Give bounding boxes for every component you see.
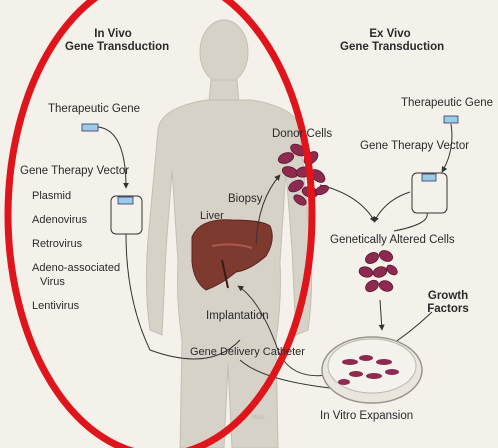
vector-type-item: Plasmid (32, 190, 71, 203)
in-vivo-title: In Vivo Gene Transduction (65, 28, 161, 54)
vector-type-item: Retrovirus (32, 238, 82, 251)
catheter-label: Gene Delivery Catheter (190, 346, 305, 359)
ex-vivo-title: Ex Vivo Gene Transduction (340, 28, 440, 54)
ex-vivo-vector-title: Gene Therapy Vector (360, 140, 469, 153)
vector-type-item: Virus (40, 276, 65, 289)
donor-cells-label: Donor Cells (272, 128, 332, 141)
expansion-label: In Vitro Expansion (320, 410, 413, 423)
vector-type-item: Adenovirus (32, 214, 87, 227)
in-vivo-vector-title: Gene Therapy Vector (20, 165, 129, 178)
implantation-label: Implantation (206, 310, 269, 323)
altered-cells-label: Genetically Altered Cells (330, 234, 455, 247)
ex-vivo-gene-icon (444, 116, 458, 123)
watermark-text: WAL (252, 412, 265, 425)
in-vivo-therapeutic-gene-label: Therapeutic Gene (48, 103, 140, 116)
altered-cells-cluster (358, 249, 399, 295)
in-vivo-gene-icon (82, 124, 98, 131)
vector-type-item: Lentivirus (32, 300, 79, 313)
ex-vivo-therapeutic-gene-label: Therapeutic Gene (401, 97, 493, 110)
growth-factors-label: Growth Factors (418, 290, 478, 316)
petri-dish (322, 337, 422, 403)
liver-label: Liver (200, 210, 224, 223)
vector-type-item: Adeno-associated (32, 262, 120, 275)
biopsy-label: Biopsy (228, 193, 263, 206)
ex-vivo-vector-gene-icon (422, 174, 436, 181)
in-vivo-vector-gene-icon (118, 197, 133, 204)
